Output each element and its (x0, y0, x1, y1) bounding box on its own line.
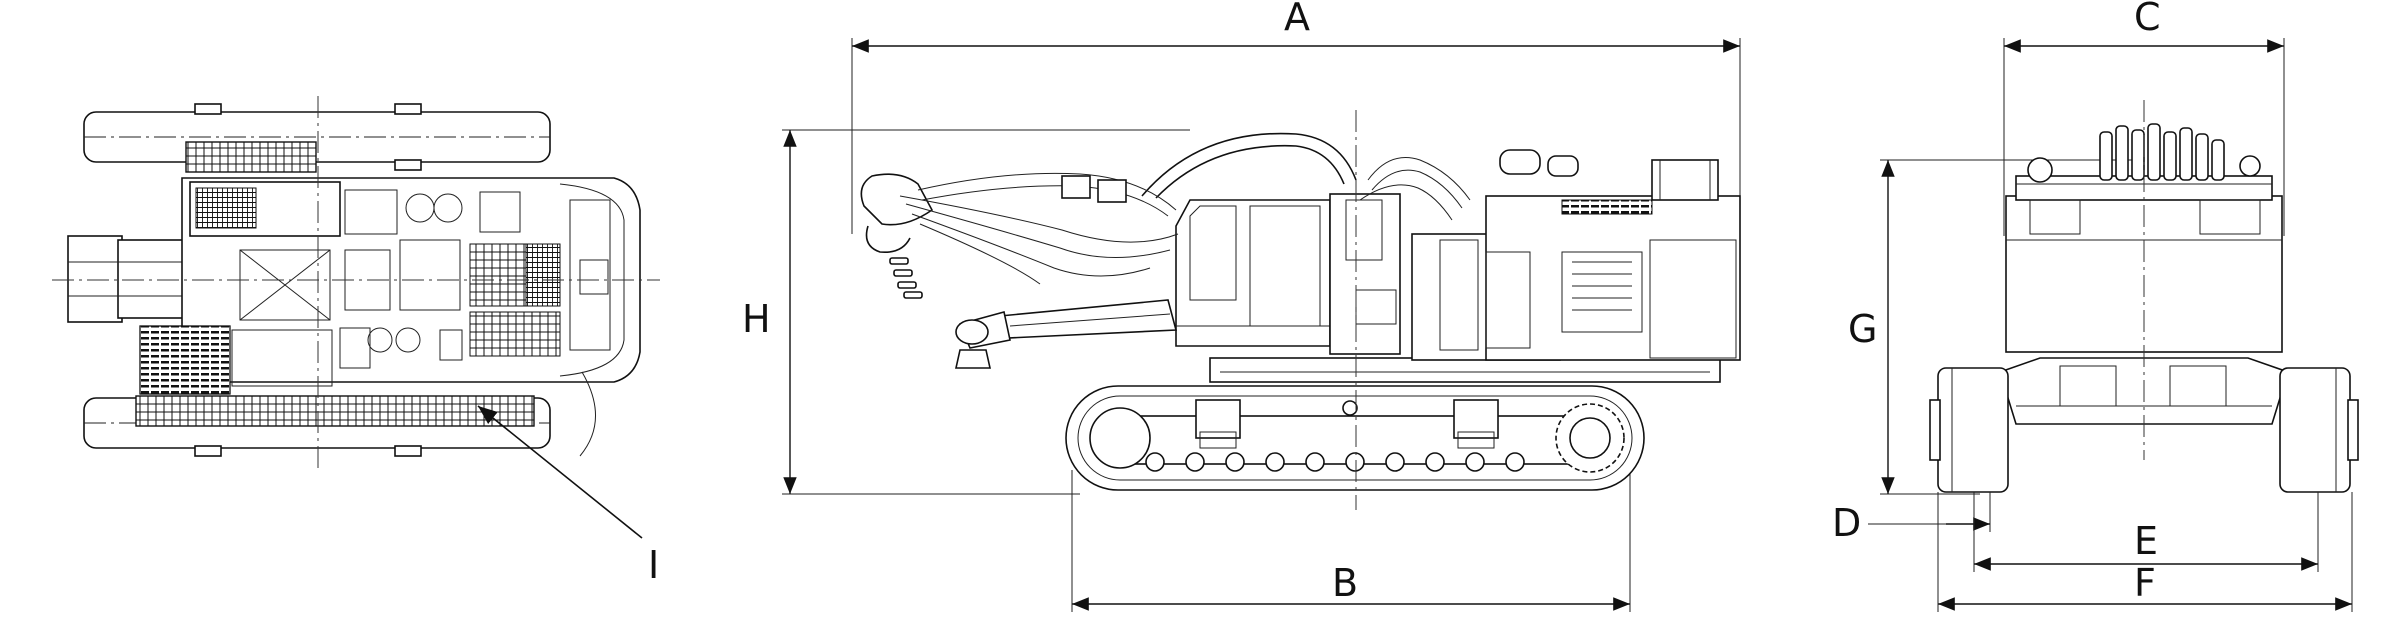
top-view-upper-structure (139, 141, 641, 395)
label-d: D (1832, 501, 1861, 545)
side-view-cab (1175, 193, 1401, 355)
hose-ends (889, 257, 923, 299)
label-e: E (2134, 519, 2158, 563)
side-view-boom (955, 299, 1178, 349)
label-h: H (742, 297, 771, 341)
side-view-track (1065, 385, 1645, 491)
top-view-lower-track (83, 395, 551, 457)
top-view: I (52, 96, 660, 587)
track-rollers (1145, 452, 1525, 472)
label-i: I (648, 543, 659, 587)
label-f: F (2134, 561, 2156, 605)
side-view-attachment (860, 172, 1179, 369)
front-view-hose-bundle (2099, 123, 2225, 181)
top-view-upper-track (83, 103, 551, 171)
label-c: C (2134, 0, 2161, 39)
label-g: G (1848, 307, 1877, 351)
side-view-upper-structure (1411, 149, 1741, 361)
front-view: C G (1832, 0, 2359, 612)
label-a: A (1284, 0, 1310, 39)
label-b: B (1332, 561, 1358, 605)
side-view: A H B (742, 0, 1741, 612)
